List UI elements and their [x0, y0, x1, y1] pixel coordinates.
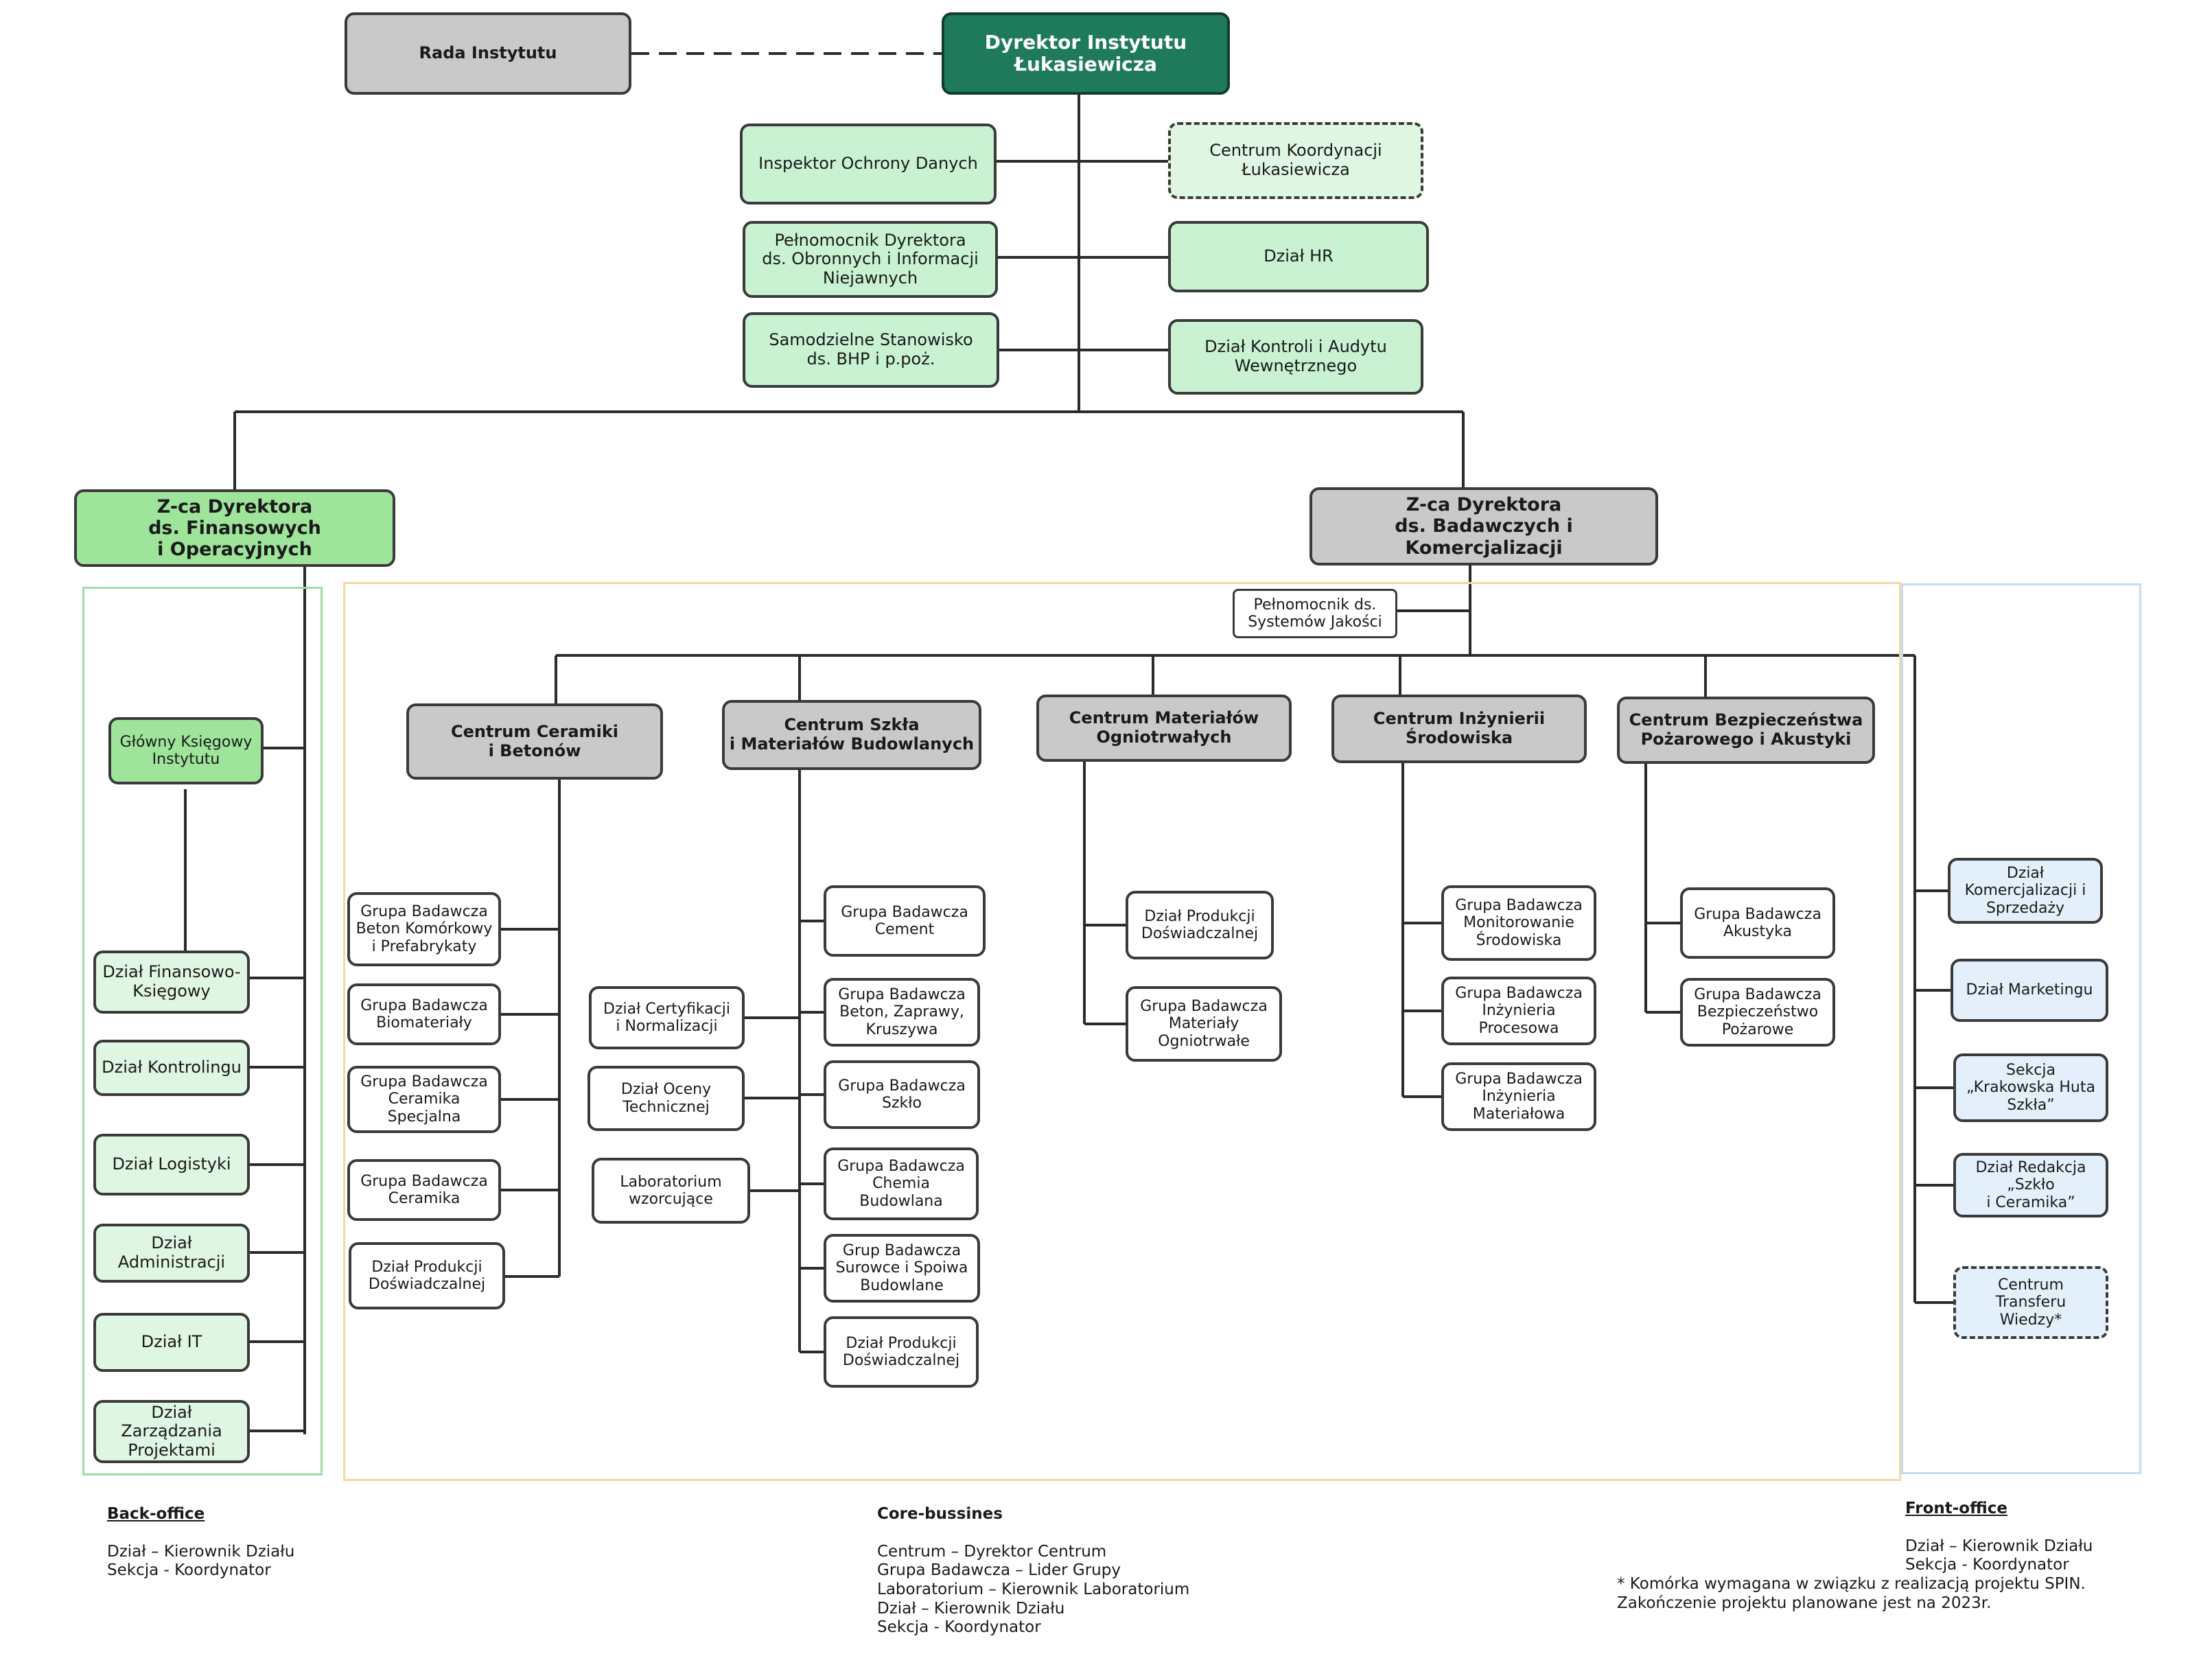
glass-unit-pilot-production: Dział Produkcji Doświadczalnej [824, 1316, 979, 1388]
back-office-unit-logistics: Dział Logistyki [93, 1134, 250, 1196]
environment-unit-materials-engineering: Grupa Badawcza Inżynieria Materiałowa [1441, 1062, 1596, 1131]
front-office-unit-glassworks-section: Sekcja „Krakowska Huta Szkła” [1953, 1053, 2108, 1122]
front-office-unit-marketing: Dział Marketingu [1951, 959, 2108, 1022]
glass-unit-building-chemistry: Grupa Badawcza Chemia Budowlana [824, 1147, 979, 1220]
glass-unit-concrete-mortars: Grupa Badawcza Beton, Zaprawy, Kruszywa [824, 978, 980, 1047]
ceramics-unit-ceramics: Grupa Badawcza Ceramika [347, 1159, 501, 1221]
glass-unit-cement: Grupa Badawcza Cement [824, 885, 986, 957]
center-refractory-box: Centrum Materiałów Ogniotrwałych [1036, 695, 1292, 762]
staff-unit-hr: Dział HR [1168, 221, 1429, 292]
ceramics-unit-cellular-concrete: Grupa Badawcza Beton Komórkowy i Prefabr… [347, 892, 501, 966]
glass-unit-raw-materials: Grup Badawcza Surowce i Spoiwa Budowlane [824, 1234, 980, 1303]
front-office-unit-editorial: Dział Redakcja „Szkło i Ceramika” [1953, 1153, 2108, 1217]
deputy-finance-box: Z-ca Dyrektora ds. Finansowych i Operacy… [74, 489, 395, 567]
quality-proxy-box: Pełnomocnik ds. Systemów Jakości [1233, 589, 1397, 638]
legend-core-business-lines: Centrum – Dyrektor Centrum Grupa Badawcz… [877, 1542, 1190, 1637]
front-office-unit-knowledge-transfer: Centrum Transferu Wiedzy* [1953, 1266, 2108, 1339]
core-business-zone [343, 582, 1901, 1481]
back-office-unit-projects: Dział Zarządzania Projektami [93, 1400, 250, 1463]
back-office-unit-it: Dział IT [93, 1313, 250, 1372]
back-office-unit-administration: Dział Administracji [93, 1224, 250, 1283]
front-office-unit-commercialization: Dział Komercjalizacji i Sprzedaży [1948, 858, 2103, 924]
ceramics-unit-biomaterials: Grupa Badawcza Biomateriały [347, 983, 501, 1045]
fire-unit-acoustics: Grupa Badawcza Akustyka [1680, 887, 1835, 959]
front-office-zone [1901, 583, 2141, 1474]
shared-unit-certification: Dział Certyfikacji i Normalizacji [589, 986, 745, 1049]
staff-unit-coordination-center: Centrum Koordynacji Łukasiewicza [1168, 122, 1423, 199]
institute-director-box: Dyrektor Instytutu Łukasiewicza [942, 12, 1230, 95]
shared-unit-calibration-lab: Laboratorium wzorcujące [592, 1158, 750, 1224]
center-environment-box: Centrum Inżynierii Środowiska [1331, 695, 1587, 763]
glass-unit-glass: Grupa Badawcza Szkło [824, 1060, 980, 1129]
fire-unit-fire-safety: Grupa Badawcza Bezpieczeństwo Pożarowe [1680, 978, 1835, 1047]
staff-unit-defense-proxy: Pełnomocnik Dyrektora ds. Obronnych i In… [743, 221, 998, 298]
deputy-research-box: Z-ca Dyrektora ds. Badawczych i Komercja… [1309, 487, 1658, 565]
refractory-unit-pilot-production: Dział Produkcji Doświadczalnej [1126, 891, 1274, 959]
staff-unit-data-protection: Inspektor Ochrony Danych [740, 124, 997, 205]
environment-unit-monitoring: Grupa Badawcza Monitorowanie Środowiska [1441, 885, 1596, 961]
staff-unit-audit: Dział Kontroli i Audytu Wewnętrznego [1168, 319, 1423, 395]
legend-back-office-title: Back-office [107, 1504, 205, 1523]
legend-core-business: Core-bussines Centrum – Dyrektor Centrum… [877, 1486, 1189, 1656]
center-ceramics-box: Centrum Ceramiki i Betonów [406, 703, 663, 780]
legend-front-office-lines: Dział – Kierownik Działu Sekcja - Koordy… [1905, 1537, 2093, 1574]
ceramics-unit-pilot-production: Dział Produkcji Doświadczalnej [349, 1242, 505, 1309]
chief-accountant-box: Główny Księgowy Instytutu [108, 717, 264, 784]
ceramics-unit-special-ceramics: Grupa Badawcza Ceramika Specjalna [347, 1066, 501, 1133]
shared-unit-technical-assessment: Dział Oceny Technicznej [587, 1066, 745, 1131]
legend-front-office: Front-office Dział – Kierownik Działu Se… [1905, 1480, 2093, 1594]
center-fire-acoustics-box: Centrum Bezpieczeństwa Pożarowego i Akus… [1617, 697, 1875, 764]
staff-unit-bhp: Samodzielne Stanowisko ds. BHP i p.poż. [743, 312, 999, 388]
legend-back-office: Back-office Dział – Kierownik Działu Sek… [107, 1486, 294, 1600]
refractory-unit-refractory-materials: Grupa Badawcza Materiały Ogniotrwałe [1126, 986, 1282, 1062]
back-office-zone [82, 587, 323, 1476]
environment-unit-process-engineering: Grupa Badawcza Inżynieria Procesowa [1441, 977, 1596, 1045]
back-office-unit-controlling: Dział Kontrolingu [93, 1040, 250, 1096]
footnote: * Komórka wymagana w związku z realizacj… [1617, 1575, 2086, 1612]
legend-core-business-title: Core-bussines [877, 1504, 1003, 1523]
institute-council-box: Rada Instytutu [345, 12, 631, 95]
center-glass-box: Centrum Szkła i Materiałów Budowlanych [722, 700, 981, 770]
back-office-unit-finance: Dział Finansowo- Księgowy [93, 951, 250, 1014]
legend-back-office-lines: Dział – Kierownik Działu Sekcja - Koordy… [107, 1542, 295, 1580]
legend-front-office-title: Front-office [1905, 1499, 2007, 1517]
